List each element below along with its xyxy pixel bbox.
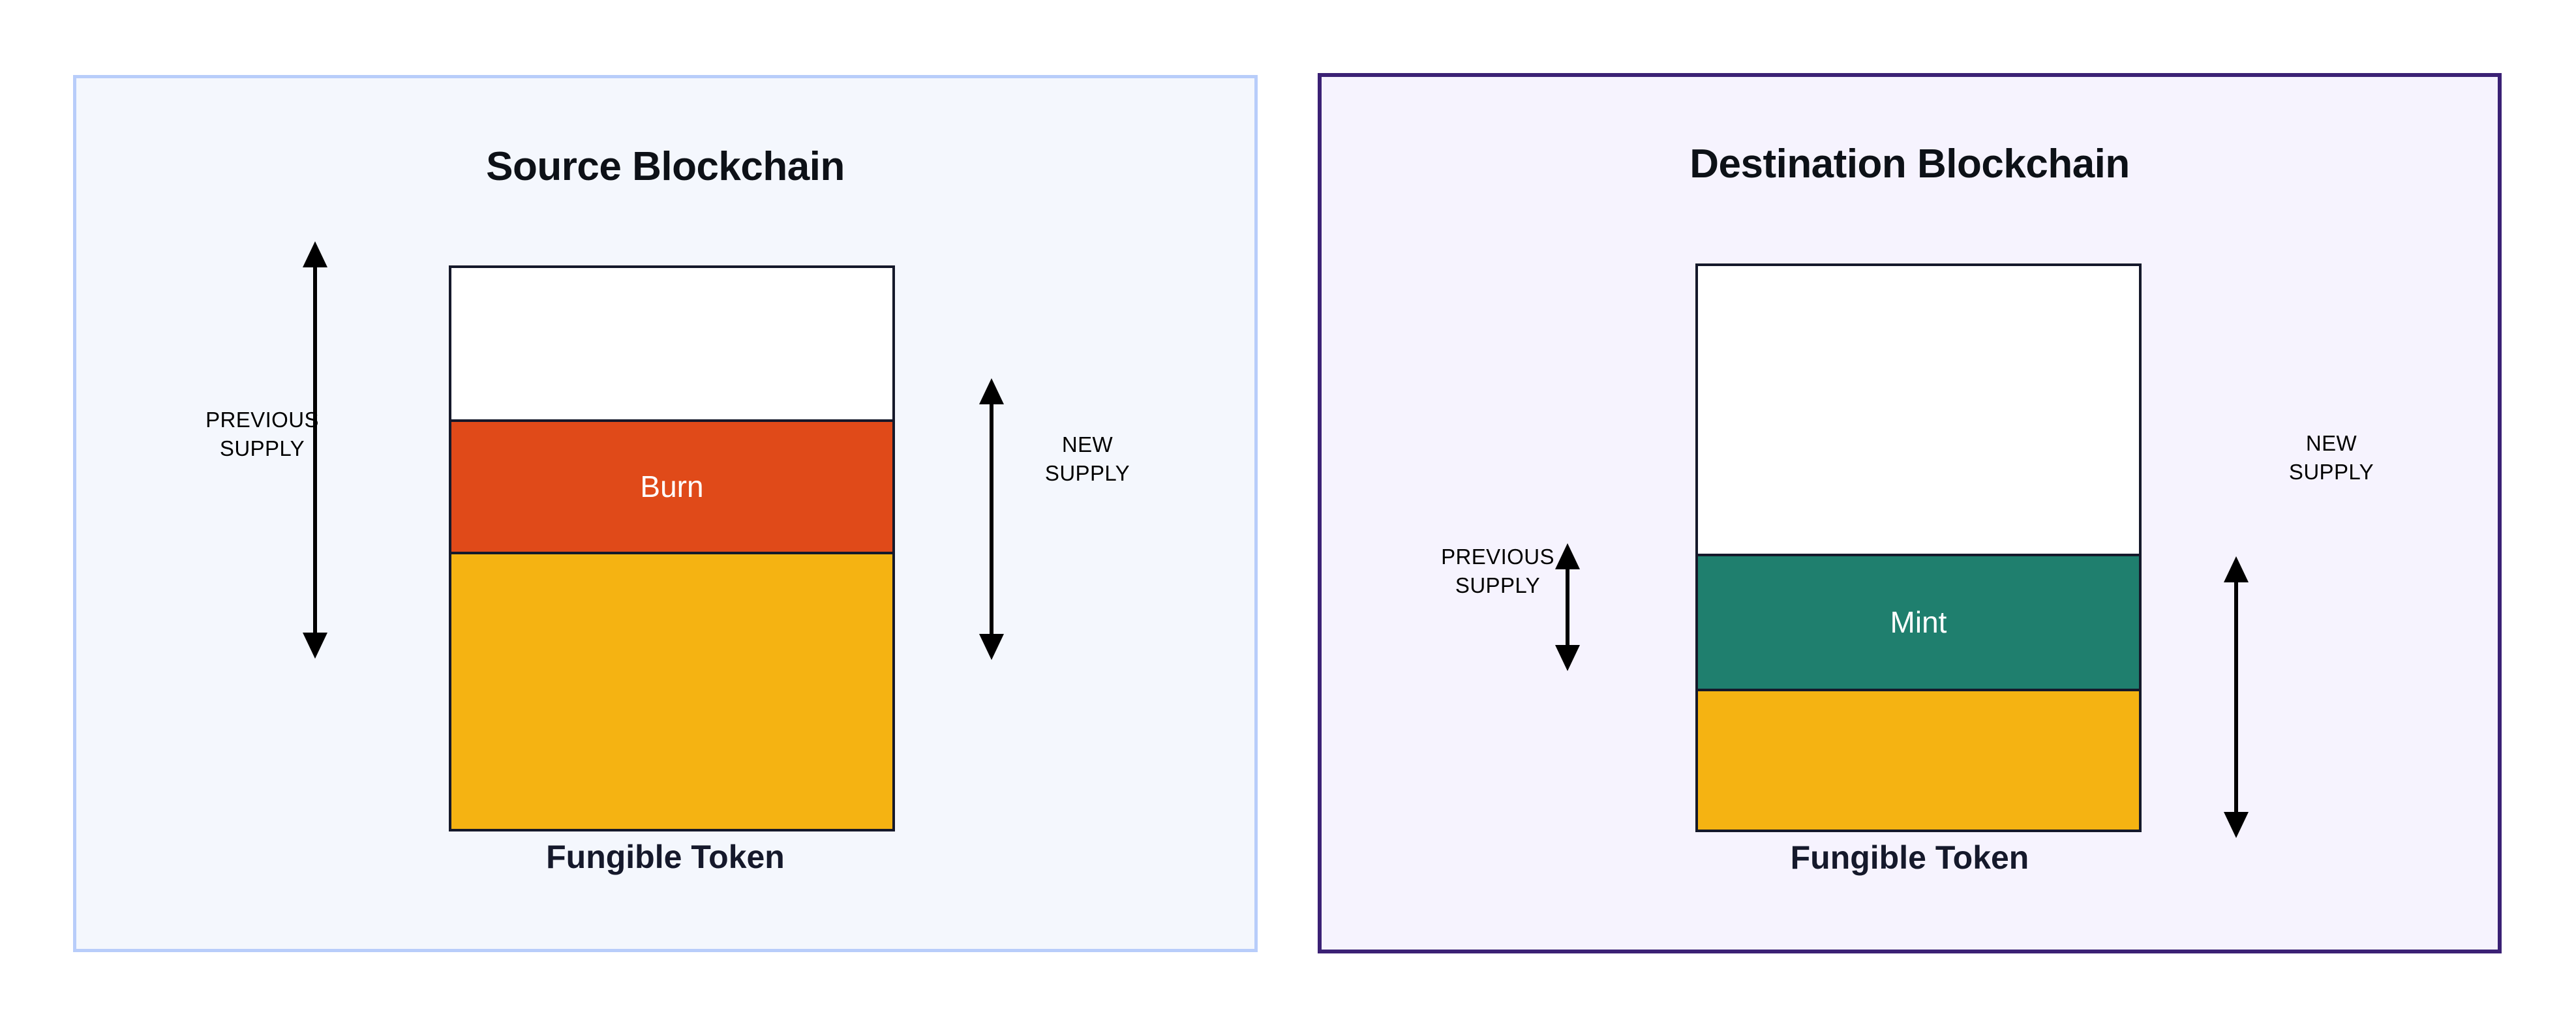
destination-existing-segment bbox=[1698, 691, 2139, 830]
destination-supply-stack: Mint bbox=[1695, 263, 2142, 832]
source-burn-segment: Burn bbox=[451, 419, 892, 554]
destination-mint-segment: Mint bbox=[1698, 553, 2139, 692]
destination-previous-supply-label: PREVIOUS SUPPLY bbox=[1441, 545, 1554, 597]
source-blockchain-panel: Source Blockchain Burn PREVIOUS SUPPLY N… bbox=[73, 75, 1258, 952]
source-new-supply-label: NEW SUPPLY bbox=[1044, 432, 1130, 485]
source-token-caption: Fungible Token bbox=[546, 839, 785, 875]
source-headroom-segment bbox=[451, 268, 892, 420]
destination-new-supply-label: NEW SUPPLY bbox=[2288, 431, 2374, 484]
destination-headroom-segment bbox=[1698, 266, 2139, 554]
source-panel-title: Source Blockchain bbox=[486, 144, 845, 189]
destination-previous-supply-arrow-icon bbox=[1553, 543, 1582, 671]
source-previous-supply-label: PREVIOUS SUPPLY bbox=[205, 408, 319, 460]
source-new-supply-arrow-icon bbox=[977, 378, 1006, 660]
destination-new-supply-arrow-icon bbox=[2222, 556, 2250, 838]
destination-panel-title: Destination Blockchain bbox=[1690, 142, 2130, 187]
source-previous-supply-arrow-icon bbox=[301, 241, 329, 659]
source-remaining-segment bbox=[451, 554, 892, 829]
destination-blockchain-panel: Destination Blockchain Mint PREVIOUS SUP… bbox=[1318, 73, 2502, 953]
destination-token-caption: Fungible Token bbox=[1790, 839, 2029, 876]
source-supply-stack: Burn bbox=[449, 265, 895, 831]
